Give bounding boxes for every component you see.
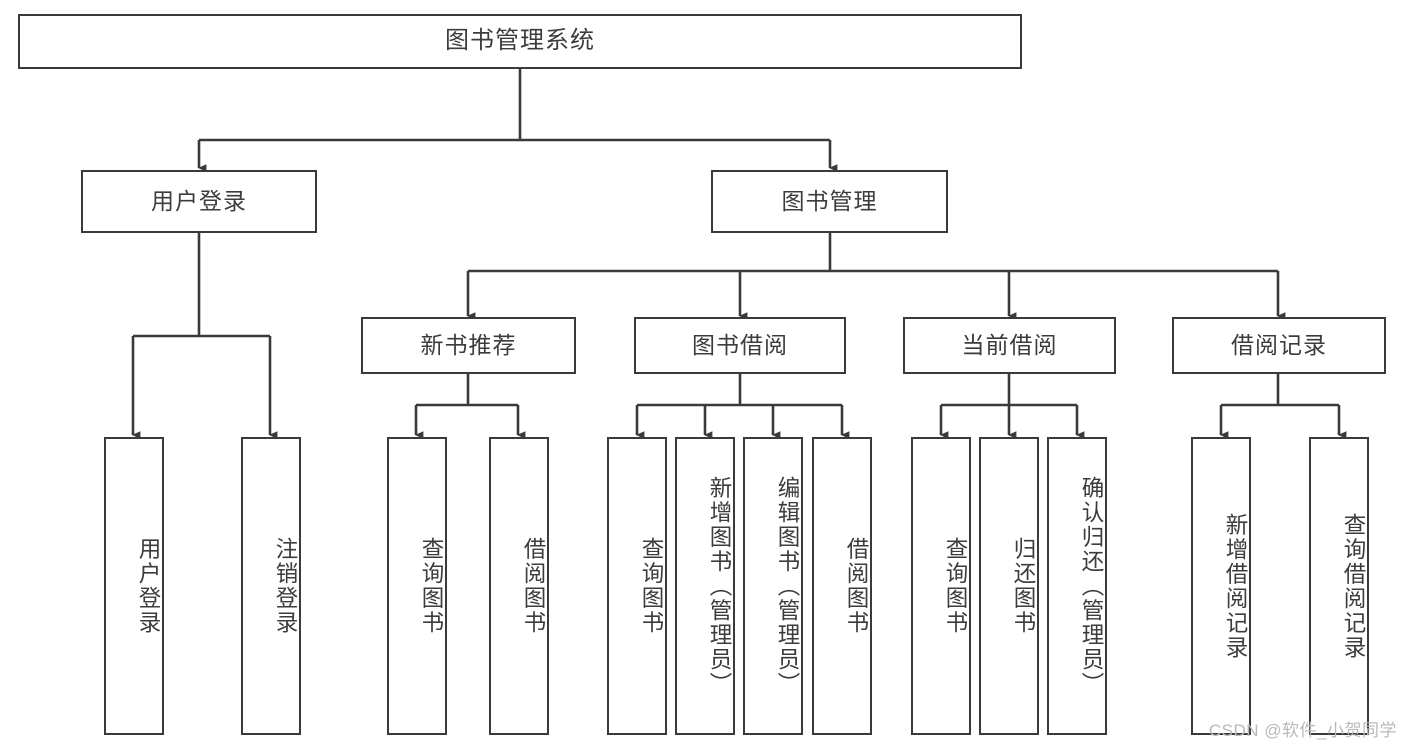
- node-label: 编辑图书（管理员）: [775, 475, 800, 697]
- node-label: 查询图书: [639, 537, 664, 635]
- leaf-current-confirm-return[interactable]: 确认归还（管理员）: [1047, 437, 1107, 735]
- node-label: 借阅图书: [844, 537, 869, 635]
- node-root-system[interactable]: 图书管理系统: [18, 14, 1022, 69]
- node-label: 确认归还（管理员）: [1079, 475, 1104, 697]
- node-book-borrow[interactable]: 图书借阅: [634, 317, 846, 374]
- node-label: 用户登录: [151, 187, 247, 214]
- leaf-record-query[interactable]: 查询借阅记录: [1309, 437, 1369, 735]
- node-label: 借阅图书: [521, 537, 546, 635]
- node-label: 归还图书: [1011, 537, 1036, 635]
- node-label: 注销登录: [273, 537, 298, 635]
- node-current-borrow[interactable]: 当前借阅: [903, 317, 1116, 374]
- leaf-new-book-query[interactable]: 查询图书: [387, 437, 447, 735]
- node-label: 图书管理: [781, 187, 878, 214]
- leaf-borrow-edit-book[interactable]: 编辑图书（管理员）: [743, 437, 803, 735]
- leaf-borrow-query-book[interactable]: 查询图书: [607, 437, 667, 735]
- node-label: 查询图书: [943, 537, 968, 635]
- leaf-user-login[interactable]: 用户登录: [104, 437, 164, 735]
- node-label: 图书借阅: [692, 331, 788, 358]
- node-label: 借阅记录: [1231, 331, 1327, 358]
- node-book-manage[interactable]: 图书管理: [711, 170, 948, 233]
- node-user-login[interactable]: 用户登录: [81, 170, 317, 233]
- node-label: 用户登录: [136, 537, 161, 635]
- leaf-current-return-book[interactable]: 归还图书: [979, 437, 1039, 735]
- node-borrow-record[interactable]: 借阅记录: [1172, 317, 1386, 374]
- leaf-borrow-borrow-book[interactable]: 借阅图书: [812, 437, 872, 735]
- node-label: 新书推荐: [420, 331, 517, 358]
- leaf-new-book-borrow[interactable]: 借阅图书: [489, 437, 549, 735]
- node-new-book-recommend[interactable]: 新书推荐: [361, 317, 576, 374]
- node-label: 新增图书（管理员）: [707, 475, 732, 697]
- csdn-watermark: CSDN @软件_小贺同学: [1208, 721, 1397, 740]
- leaf-record-add[interactable]: 新增借阅记录: [1191, 437, 1251, 735]
- node-label: 查询图书: [419, 537, 444, 635]
- node-label: 查询借阅记录: [1341, 512, 1366, 660]
- node-label: 新增借阅记录: [1223, 512, 1248, 660]
- leaf-current-query-book[interactable]: 查询图书: [911, 437, 971, 735]
- leaf-borrow-add-book[interactable]: 新增图书（管理员）: [675, 437, 735, 735]
- leaf-logout[interactable]: 注销登录: [241, 437, 301, 735]
- node-label: 图书管理系统: [445, 27, 595, 55]
- node-label: 当前借阅: [961, 331, 1058, 358]
